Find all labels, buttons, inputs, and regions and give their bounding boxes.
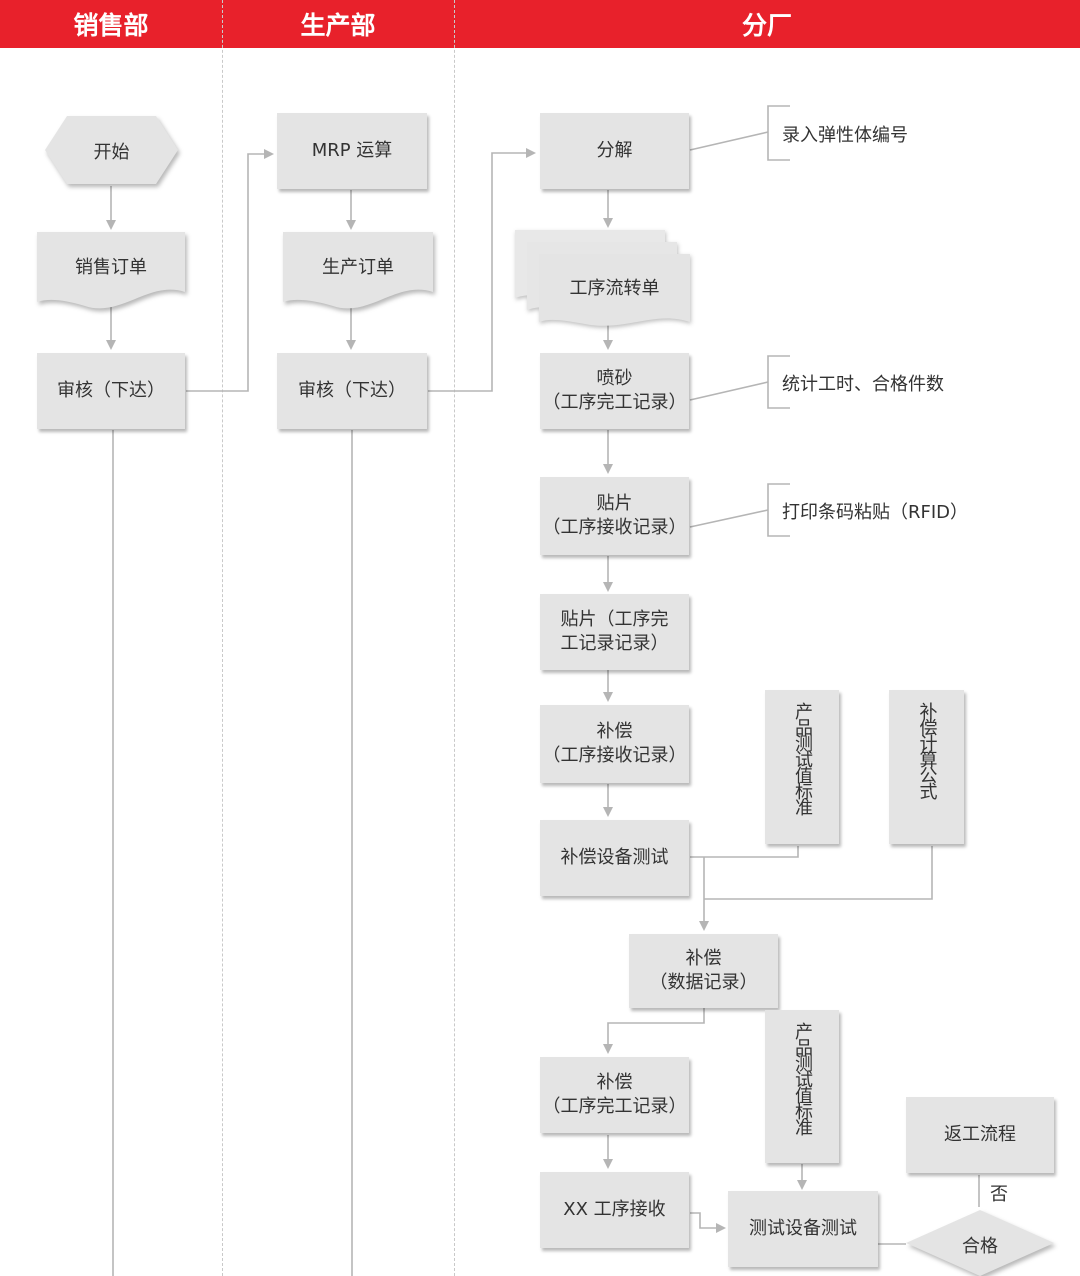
xx-receive-label: XX 工序接收 — [563, 1199, 666, 1220]
note-work-hours: 统计工时、合格件数 — [782, 374, 944, 395]
sandblast-line2: （工序完工记录） — [542, 392, 687, 413]
patch-complete-box[interactable]: 贴片（工序完 工记录记录） — [540, 594, 689, 670]
compensation-data-line1: 补偿 — [685, 948, 722, 969]
compensation-data-box[interactable]: 补偿 （数据记录） — [629, 934, 778, 1008]
test-standard-box-2[interactable]: 产品测试值标准 — [765, 1010, 839, 1163]
start-label: 开始 — [93, 142, 130, 163]
patch-complete-line1: 贴片（工序完 — [560, 609, 669, 630]
sales-review-box[interactable]: 审核（下达） — [37, 353, 185, 429]
arrow — [690, 1212, 726, 1233]
no-label: 否 — [990, 1184, 1008, 1205]
multidocument-shape — [515, 230, 690, 326]
note-elastic-id: 录入弹性体编号 — [782, 125, 908, 146]
note-bracket — [689, 381, 769, 401]
patch-complete-line2: 工记录记录） — [560, 633, 669, 654]
compensation-complete-box[interactable]: 补偿 （工序完工记录） — [540, 1057, 689, 1133]
arrow — [186, 149, 274, 392]
diamond-shape — [906, 1210, 1054, 1276]
decompose-box[interactable]: 分解 — [540, 113, 689, 189]
production-order-document[interactable]: 生产订单 — [283, 232, 433, 310]
compensation-receive-box[interactable]: 补偿 （工序接收记录） — [540, 705, 689, 783]
note-bracket — [767, 483, 790, 537]
compensation-receive-line1: 补偿 — [596, 721, 633, 742]
compensation-formula-label: 补偿计算公式 — [916, 702, 938, 798]
arrow — [428, 148, 536, 392]
rework-box[interactable]: 返工流程 — [906, 1097, 1054, 1173]
hexagon-shape — [45, 116, 178, 184]
qualified-label: 合格 — [962, 1236, 998, 1257]
process-sheet-label: 工序流转单 — [569, 278, 660, 299]
patch-receive-line1: 贴片 — [596, 493, 633, 514]
production-review-box[interactable]: 审核（下达） — [277, 353, 427, 429]
qualified-decision[interactable]: 合格 — [904, 1208, 1056, 1276]
start-terminator[interactable]: 开始 — [43, 113, 180, 187]
document-shape — [283, 232, 433, 309]
rework-label: 返工流程 — [944, 1124, 1016, 1145]
compensation-complete-line2: （工序完工记录） — [542, 1096, 687, 1117]
note-bracket — [767, 105, 790, 161]
lane-divider — [222, 0, 223, 1276]
test-standard-label-2: 产品测试值标准 — [792, 1022, 813, 1134]
note-bracket — [689, 509, 769, 528]
production-order-label: 生产订单 — [322, 257, 394, 278]
test-standard-box-1[interactable]: 产品测试值标准 — [765, 690, 839, 844]
compensation-data-line2: （数据记录） — [649, 972, 758, 993]
patch-receive-box[interactable]: 贴片 （工序接收记录） — [540, 477, 689, 555]
decompose-label: 分解 — [596, 140, 633, 161]
arrow — [603, 1008, 705, 1054]
sales-order-label: 销售订单 — [75, 257, 147, 278]
note-bracket — [767, 355, 790, 409]
lane-header-production: 生产部 — [222, 0, 454, 48]
compensation-formula-box[interactable]: 补偿计算公式 — [889, 690, 964, 844]
sales-review-label: 审核（下达） — [57, 380, 165, 401]
test-device-box[interactable]: 测试设备测试 — [728, 1191, 878, 1267]
compensation-test-box[interactable]: 补偿设备测试 — [540, 820, 689, 896]
compensation-complete-line1: 补偿 — [596, 1072, 633, 1093]
test-device-label: 测试设备测试 — [749, 1218, 857, 1239]
test-standard-label-1: 产品测试值标准 — [792, 702, 813, 814]
compensation-receive-line2: （工序接收记录） — [542, 745, 687, 766]
mrp-box[interactable]: MRP 运算 — [277, 113, 427, 189]
lane-divider — [454, 0, 455, 1276]
process-sheet-multidocument[interactable]: 工序流转单 — [515, 230, 691, 330]
flow-line — [704, 846, 933, 900]
sales-order-document[interactable]: 销售订单 — [37, 232, 185, 310]
note-bracket — [689, 131, 769, 151]
document-shape — [37, 232, 185, 309]
patch-receive-line2: （工序接收记录） — [542, 517, 687, 538]
flow-line — [690, 846, 799, 858]
mrp-label: MRP 运算 — [311, 140, 393, 161]
sandblast-box[interactable]: 喷砂 （工序完工记录） — [540, 353, 689, 429]
sandblast-line1: 喷砂 — [596, 368, 633, 389]
lane-header-factory: 分厂 — [454, 0, 1080, 48]
note-print-barcode: 打印条码粘贴（RFID） — [782, 502, 969, 523]
compensation-test-label: 补偿设备测试 — [560, 847, 669, 868]
xx-receive-box[interactable]: XX 工序接收 — [540, 1172, 689, 1248]
production-review-label: 审核（下达） — [298, 380, 406, 401]
lane-header-sales: 销售部 — [0, 0, 222, 48]
